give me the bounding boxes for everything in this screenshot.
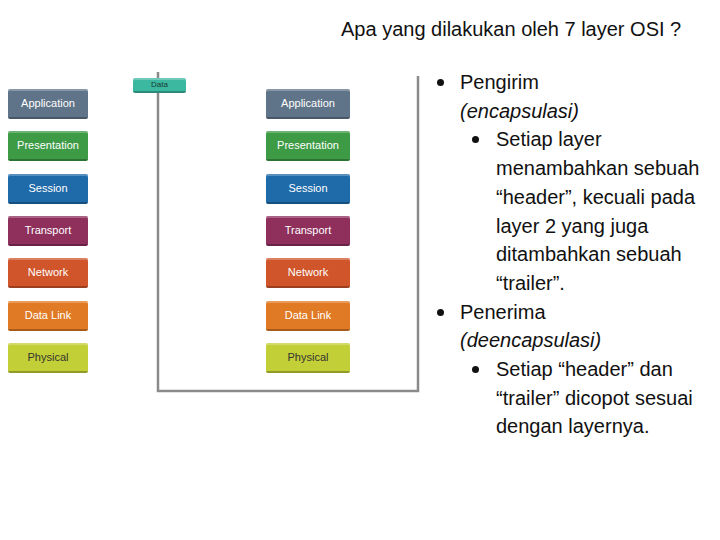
bullet-text: (deencapsulasi) [460,326,705,355]
layer-name: Presentation [277,139,339,151]
layer-name: Network [28,266,68,278]
osi-layer-box: Session [266,174,350,204]
layer-name: Session [288,182,327,194]
osi-layer-box: Application [8,89,88,119]
bullet-text: (encapsulasi) [460,97,705,126]
layer-name: Application [281,97,335,109]
osi-layer-box: Physical [8,343,88,373]
layer-name: Presentation [17,139,79,151]
osi-layer-box: Presentation [8,131,88,161]
layer-name: Application [21,97,75,109]
layer-name: Transport [25,224,72,236]
data-path-line [158,72,418,391]
osi-layer-box: Presentation [266,131,350,161]
layer-name: Network [288,266,328,278]
layer-name: Data Link [285,309,331,321]
osi-layer-box: Data Link [266,301,350,331]
layer-name: Data Link [25,309,71,321]
osi-layer-box: Network [266,258,350,288]
osi-layer-box: Physical [266,343,350,373]
layer-name: Transport [285,224,332,236]
bullet-dot [472,366,479,373]
osi-layer-box: Transport [8,216,88,246]
osi-layer-box: Transport [266,216,350,246]
layer-name: Data [151,80,168,89]
osi-layer-box: Session [8,174,88,204]
osi-layer-box: Network [8,258,88,288]
osi-layer-box: Data Link [8,301,88,331]
layer-name: Physical [28,351,69,363]
bullet-text: Setiap “header” dan “trailer” dicopot se… [496,355,701,441]
bullet-text: Penerima [460,298,705,327]
data-box: Data [133,78,186,93]
bullet-text: Setiap layer menambahkan sebuah “header”… [496,125,701,297]
bullet-dot [437,309,444,316]
bullet-dot [472,136,479,143]
osi-layer-box: Application [266,89,350,119]
slide-title: Apa yang dilakukan oleh 7 layer OSI ? [341,16,691,42]
layer-name: Physical [288,351,329,363]
bullet-dot [437,79,444,86]
bullet-text: Pengirim [460,68,705,97]
layer-name: Session [28,182,67,194]
